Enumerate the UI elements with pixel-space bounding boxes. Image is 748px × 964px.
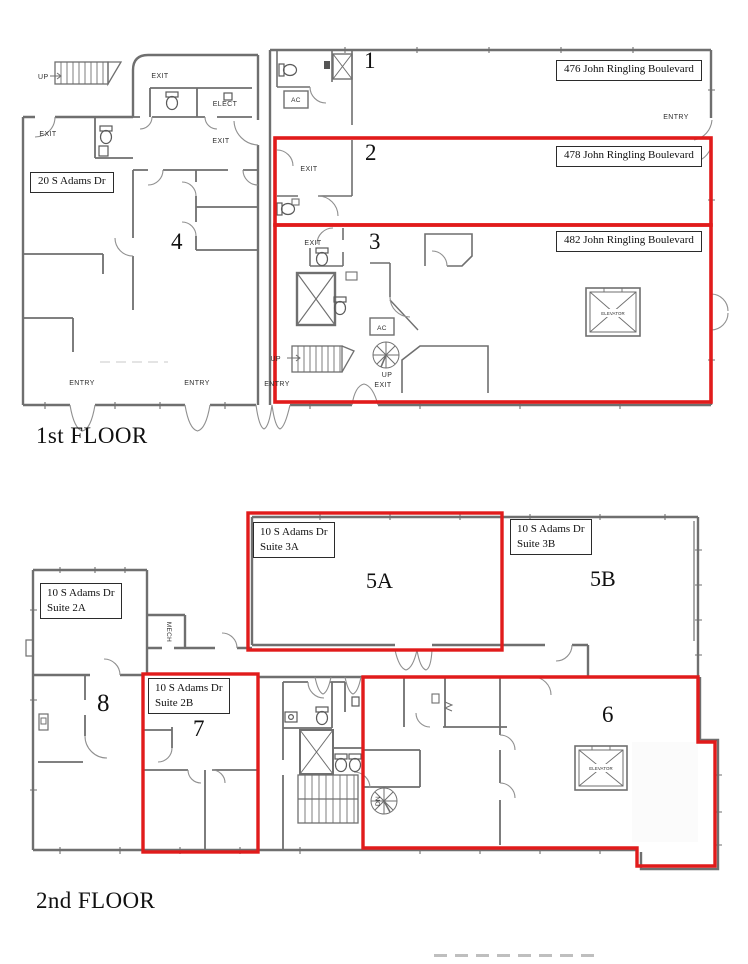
suite-outline-3a xyxy=(246,511,504,652)
suite-box-3a-line2: Suite 3A xyxy=(260,540,299,553)
elevator-label: ELEVATOR xyxy=(589,766,613,771)
floor1-fixture-icons xyxy=(98,63,347,316)
entry-label: ENTRY xyxy=(663,114,689,121)
address-box-482: 482 John Ringling Boulevard xyxy=(556,231,702,252)
area-number-3: 3 xyxy=(369,229,381,254)
floor1-walls xyxy=(21,47,715,409)
suite-box-3b: 10 S Adams Dr Suite 3B xyxy=(510,519,592,555)
suite-box-2b: 10 S Adams Dr Suite 2B xyxy=(148,678,230,714)
floor1-spiral-stair-icon xyxy=(372,341,400,369)
suite-box-2a-line2: Suite 2A xyxy=(47,601,86,614)
cutoff-bottom-artifact xyxy=(434,954,594,957)
floor1-stairs-icon xyxy=(50,61,355,373)
exit-label: EXIT xyxy=(151,73,168,80)
suite-box-2b-line1: 10 S Adams Dr xyxy=(155,682,223,694)
floor2-door-arcs xyxy=(84,632,573,799)
suite-box-2a: 10 S Adams Dr Suite 2A xyxy=(40,583,122,619)
suite-box-3a: 10 S Adams Dr Suite 3A xyxy=(253,522,335,558)
mech-label: MECH xyxy=(165,622,172,642)
floor2-title: 2nd FLOOR xyxy=(36,888,156,913)
floor2-suite-outlines xyxy=(141,511,717,868)
address-box-476: 476 John Ringling Boulevard xyxy=(556,60,702,81)
address-box-20-s-adams: 20 S Adams Dr xyxy=(30,172,114,193)
up-label: UP xyxy=(38,74,49,81)
suite-outline-482 xyxy=(273,223,713,404)
exit-label: EXIT xyxy=(212,138,229,145)
suite-outline-2b xyxy=(141,672,260,854)
floor1-labels: UP EXIT ELECT EXIT EXIT AC ENTRY EXIT EX… xyxy=(38,73,689,389)
exit-label: EXIT xyxy=(300,166,317,173)
floor1-door-arcs xyxy=(34,86,729,432)
elect-label: ELECT xyxy=(213,101,238,108)
suite-box-3b-line1: 10 S Adams Dr xyxy=(517,523,585,535)
area-number-2: 2 xyxy=(365,140,377,165)
suite-box-3a-line1: 10 S Adams Dr xyxy=(260,526,328,538)
entry-label: ENTRY xyxy=(264,381,290,388)
floor2-fixture-icons xyxy=(284,696,362,773)
faint-erased-line xyxy=(100,361,168,363)
entry-label: ENTRY xyxy=(184,380,210,387)
address-box-478: 478 John Ringling Boulevard xyxy=(556,146,702,167)
exit-label: EXIT xyxy=(374,382,391,389)
area-number-5a: 5A xyxy=(366,568,393,593)
elevator-label: ELEVATOR xyxy=(601,311,625,316)
floor1-suite-outlines xyxy=(273,136,713,404)
dn-label: DN xyxy=(375,796,382,806)
up-label: UP xyxy=(270,356,281,363)
suite-outline-6 xyxy=(361,675,717,868)
area-number-4: 4 xyxy=(171,229,183,254)
floor2-elevator-icon xyxy=(574,745,628,791)
floor2-plan: MECH DN ELEVATOR xyxy=(25,511,722,871)
floor1-title: 1st FLOOR xyxy=(36,423,148,448)
floor2-spiral-stair-icon xyxy=(370,787,398,815)
suite-box-2b-line2: Suite 2B xyxy=(155,696,194,709)
ac-label: AC xyxy=(377,325,387,332)
exit-label: EXIT xyxy=(39,131,56,138)
area-number-8: 8 xyxy=(97,690,110,717)
up-label: UP xyxy=(382,372,393,379)
entry-label: ENTRY xyxy=(69,380,95,387)
floor2-stairs-icon xyxy=(297,774,359,824)
area-number-6: 6 xyxy=(602,702,614,727)
floor2-light-patch xyxy=(632,742,698,842)
suite-box-3b-line2: Suite 3B xyxy=(517,537,556,550)
exit-label: EXIT xyxy=(304,240,321,247)
area-number-5b: 5B xyxy=(590,566,616,591)
floor2-labels: MECH DN ELEVATOR xyxy=(165,622,613,806)
floor1-plan: UP EXIT ELECT EXIT EXIT AC ENTRY EXIT EX… xyxy=(21,47,729,432)
area-number-7: 7 xyxy=(193,716,205,741)
area-number-1: 1 xyxy=(364,48,376,73)
floor2-walls xyxy=(25,514,722,871)
suite-box-2a-line1: 10 S Adams Dr xyxy=(47,587,115,599)
floor1-elevator-icon xyxy=(585,287,641,337)
ac-label: AC xyxy=(291,97,301,104)
